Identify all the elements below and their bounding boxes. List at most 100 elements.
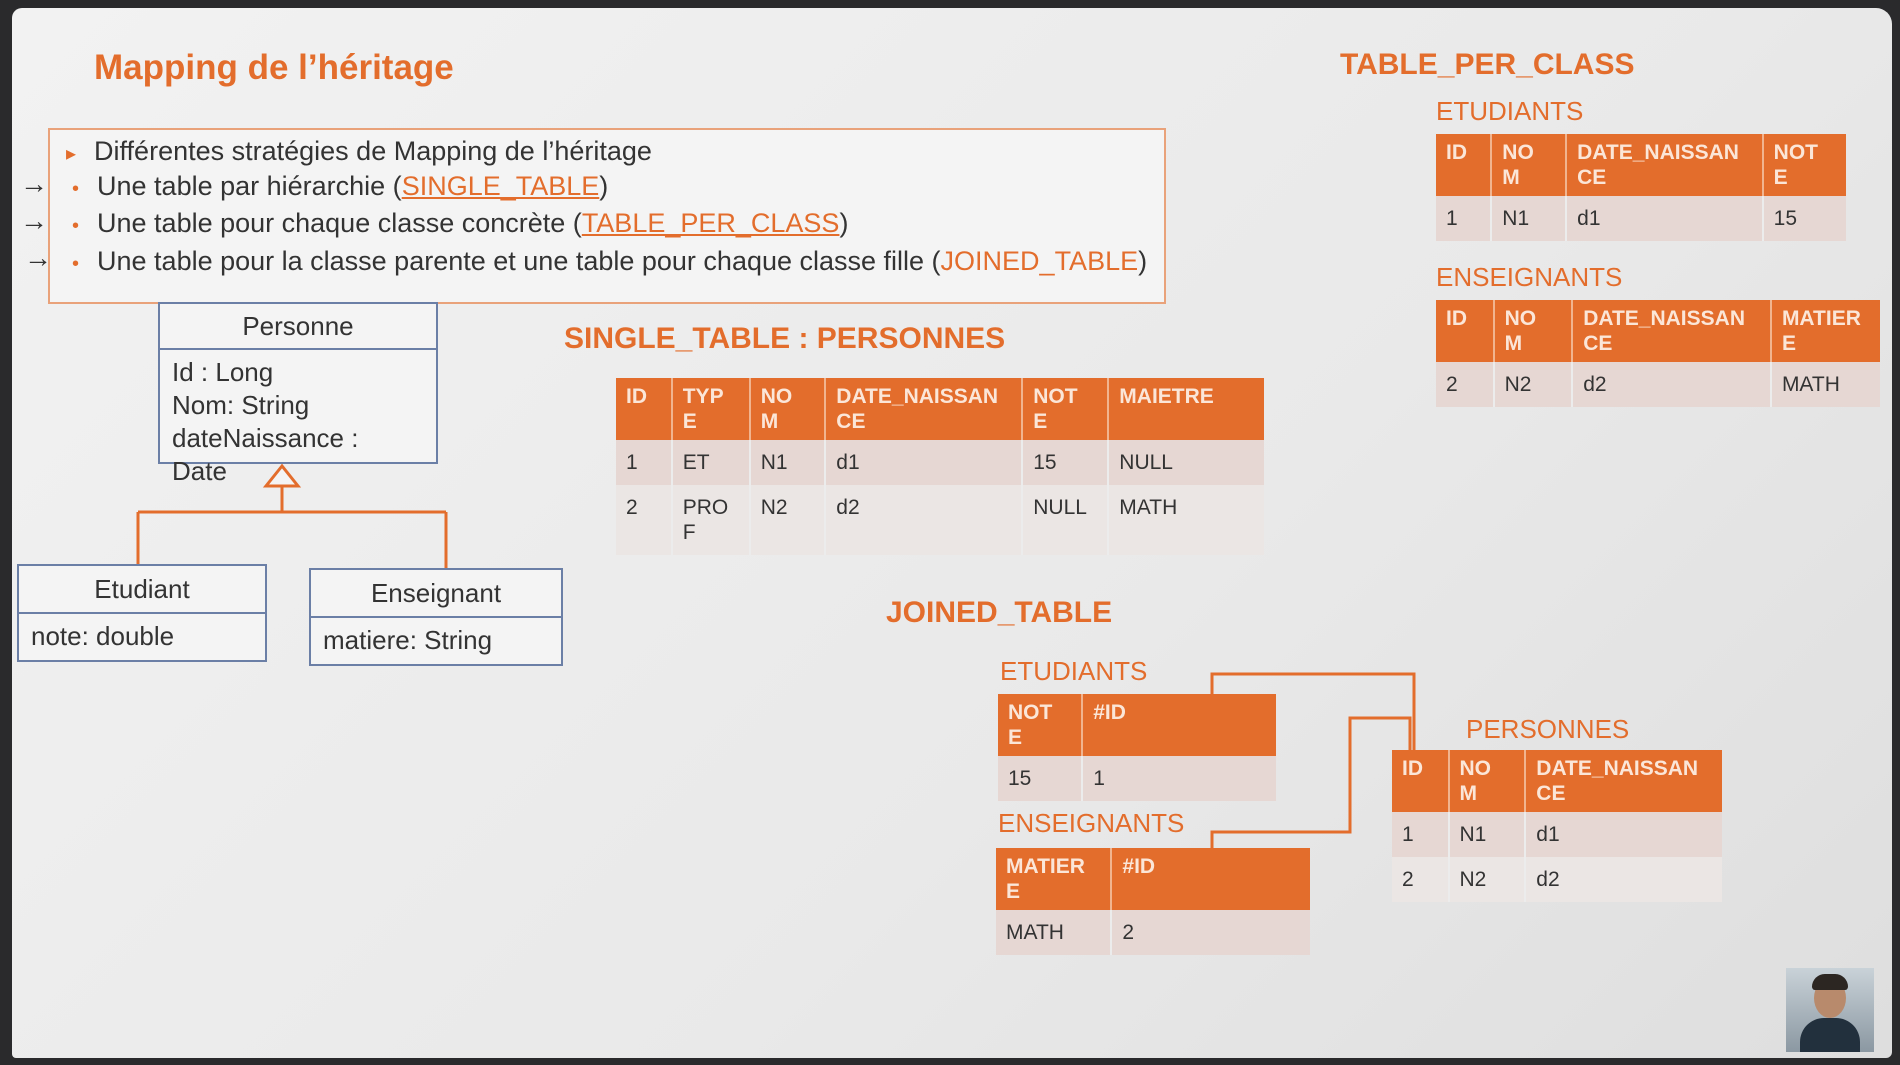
table-cell: 1 bbox=[1082, 756, 1276, 801]
table-cell: 2 bbox=[1436, 362, 1495, 407]
table-cell: N2 bbox=[1448, 857, 1527, 902]
jt-etudiants-name: ETUDIANTS bbox=[1000, 656, 1148, 686]
table-cell: N1 bbox=[1448, 812, 1527, 857]
column-header: MAIETRE bbox=[1108, 378, 1264, 440]
bullet-item-single-table: •Une table par hiérarchie (SINGLE_TABLE) bbox=[72, 171, 609, 201]
uml-class-name: Etudiant bbox=[19, 566, 265, 614]
arrow-mark-icon: → bbox=[24, 242, 52, 273]
bullet-heading: ▸Différentes stratégies de Mapping de l’… bbox=[66, 136, 652, 166]
jt-personnes-name: PERSONNES bbox=[1466, 714, 1630, 744]
arrow-mark-icon: → bbox=[20, 205, 48, 236]
bullet-icon: • bbox=[72, 178, 80, 200]
table-cell: 1 bbox=[616, 440, 673, 485]
presenter-avatar-icon bbox=[1786, 968, 1874, 1052]
uml-class-etudiant: Etudiant note: double bbox=[17, 564, 267, 662]
table-cell: d1 bbox=[1566, 196, 1764, 241]
table-cell: ET bbox=[671, 440, 751, 485]
table-cell: 2 bbox=[1111, 910, 1310, 955]
table-cell: 1 bbox=[1392, 812, 1450, 857]
arrow-mark-icon: → bbox=[20, 168, 48, 199]
inheritance-connector bbox=[136, 464, 448, 574]
column-header: ID bbox=[1436, 300, 1495, 362]
table-cell: MATH bbox=[1770, 362, 1880, 407]
table-cell: NULL bbox=[1022, 485, 1110, 555]
table-cell: 2 bbox=[1392, 857, 1450, 902]
table-cell: 15 bbox=[998, 756, 1084, 801]
table-cell: 15 bbox=[1762, 196, 1846, 241]
jt-enseignants-name: ENSEIGNANTS bbox=[998, 808, 1185, 838]
uml-class-enseignant: Enseignant matiere: String bbox=[309, 568, 563, 666]
strategies-box bbox=[48, 128, 1166, 304]
table-cell: d1 bbox=[1525, 812, 1722, 857]
uml-attr: dateNaissance : bbox=[172, 423, 359, 453]
uml-attr: Date bbox=[172, 456, 227, 486]
column-header: #ID bbox=[1082, 694, 1276, 756]
slide-title: Mapping de l’héritage bbox=[94, 48, 454, 87]
table-cell: 15 bbox=[1022, 440, 1110, 485]
table-cell: 1 bbox=[1436, 196, 1493, 241]
table-cell: 2 bbox=[616, 485, 673, 555]
fk-connectors bbox=[1210, 672, 1416, 848]
bullet-icon: • bbox=[72, 253, 80, 275]
table-cell: N1 bbox=[1491, 196, 1568, 241]
uml-class-name: Enseignant bbox=[311, 570, 561, 618]
table-cell: N1 bbox=[749, 440, 827, 485]
bullet-item-table-per-class: •Une table pour chaque classe concrète (… bbox=[72, 208, 849, 238]
column-header: ID bbox=[616, 378, 673, 440]
tpc-etudiants-name: ETUDIANTS bbox=[1436, 96, 1584, 126]
uml-attr: matiere: String bbox=[323, 625, 493, 655]
joined-table-title: JOINED_TABLE bbox=[886, 596, 1113, 629]
table-cell: NULL bbox=[1108, 440, 1264, 485]
inheritance-triangle-icon bbox=[262, 464, 302, 488]
column-header: #ID bbox=[1111, 848, 1310, 910]
table-per-class-title: TABLE_PER_CLASS bbox=[1340, 48, 1635, 81]
uml-attr: Nom: String bbox=[172, 390, 310, 420]
uml-attr: Id : Long bbox=[172, 357, 274, 387]
table-cell: d2 bbox=[1572, 362, 1772, 407]
bullet-icon: ▸ bbox=[66, 143, 77, 165]
table-cell: MATH bbox=[996, 910, 1113, 955]
table-cell: d1 bbox=[825, 440, 1024, 485]
column-header: ID bbox=[1436, 134, 1493, 196]
uml-attr: note: double bbox=[31, 621, 175, 651]
uml-class-name: Personne bbox=[160, 304, 436, 350]
table-cell: N2 bbox=[749, 485, 827, 555]
slide: Mapping de l’héritage ▸Différentes strat… bbox=[12, 8, 1892, 1058]
single-table-title: SINGLE_TABLE : PERSONNES bbox=[564, 322, 1006, 355]
table-cell: N2 bbox=[1493, 362, 1574, 407]
table-cell: MATH bbox=[1108, 485, 1264, 555]
bullet-item-joined-table: •Une table pour la classe parente et une… bbox=[72, 246, 1148, 276]
tpc-enseignants-name: ENSEIGNANTS bbox=[1436, 262, 1623, 292]
table-cell: d2 bbox=[1525, 857, 1722, 902]
table-cell: d2 bbox=[825, 485, 1024, 555]
